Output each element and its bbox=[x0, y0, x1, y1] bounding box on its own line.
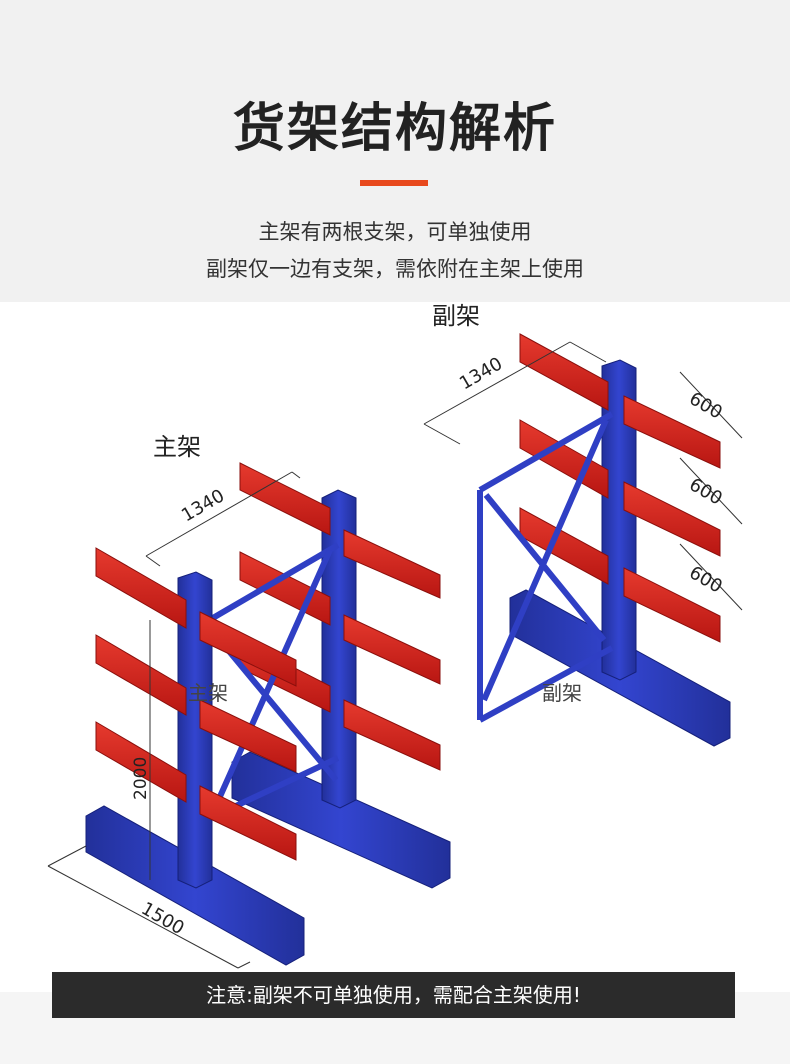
sub-dim-arm-1: 600 bbox=[686, 388, 726, 423]
sub-rack bbox=[423, 333, 743, 747]
sub-arm-left-1 bbox=[519, 333, 609, 411]
sub-rack-inner-label: 副架 bbox=[542, 681, 582, 705]
main-front-arm-left-2 bbox=[95, 634, 187, 716]
main-front-arm-right-2 bbox=[199, 699, 297, 773]
sub-arm-right-3 bbox=[623, 567, 721, 643]
main-back-arm-left-2 bbox=[239, 551, 331, 626]
main-back-base bbox=[231, 751, 451, 889]
sub-dim-length: 1340 bbox=[456, 353, 506, 394]
header-section: 货架结构解析 主架有两根支架，可单独使用 副架仅一边有支架，需依附在主架上使用 bbox=[0, 0, 790, 302]
main-back-arm-left-1 bbox=[239, 462, 331, 536]
sub-arm-left-3 bbox=[519, 507, 609, 585]
main-front-arm-left-1 bbox=[95, 547, 187, 629]
main-dim-height: 2000 bbox=[131, 757, 151, 800]
subtitle-line-1: 主架有两根支架，可单独使用 bbox=[258, 220, 532, 244]
sub-rack-label: 副架 bbox=[432, 302, 480, 330]
main-rack-label: 主架 bbox=[153, 433, 201, 461]
rack-illustration: 主架 主架 1340 2000 1500 bbox=[47, 302, 743, 969]
main-dimension-lines bbox=[47, 471, 301, 969]
sub-dim-arm-3: 600 bbox=[686, 562, 726, 597]
sub-dimension-lines bbox=[423, 341, 743, 611]
rack-diagram: 主架 主架 1340 2000 1500 bbox=[0, 302, 790, 992]
main-front-arm-left-3 bbox=[95, 721, 187, 803]
main-back-arm-right-1 bbox=[343, 529, 441, 599]
main-rack-inner-label: 主架 bbox=[188, 681, 228, 705]
main-back-arm-right-2 bbox=[343, 614, 441, 685]
main-front-arm-right-1 bbox=[199, 611, 297, 687]
main-dim-length: 1340 bbox=[178, 485, 228, 526]
main-front-arm-right-3 bbox=[199, 785, 297, 861]
main-back-arm-right-3 bbox=[343, 699, 441, 771]
main-rack bbox=[47, 462, 451, 969]
page-title: 货架结构解析 bbox=[232, 99, 557, 159]
sub-arm-right-2 bbox=[623, 481, 721, 557]
subtitle-line-2: 副架仅一边有支架，需依附在主架上使用 bbox=[206, 257, 584, 281]
title-accent-bar bbox=[360, 180, 428, 186]
sub-braces bbox=[477, 411, 614, 723]
sub-arm-left-2 bbox=[519, 419, 609, 499]
sub-upright bbox=[601, 359, 637, 681]
sub-dim-arm-2: 600 bbox=[686, 474, 726, 509]
notice-banner: 注意:副架不可单独使用，需配合主架使用! bbox=[52, 972, 735, 1018]
sub-arm-right-1 bbox=[623, 395, 721, 469]
